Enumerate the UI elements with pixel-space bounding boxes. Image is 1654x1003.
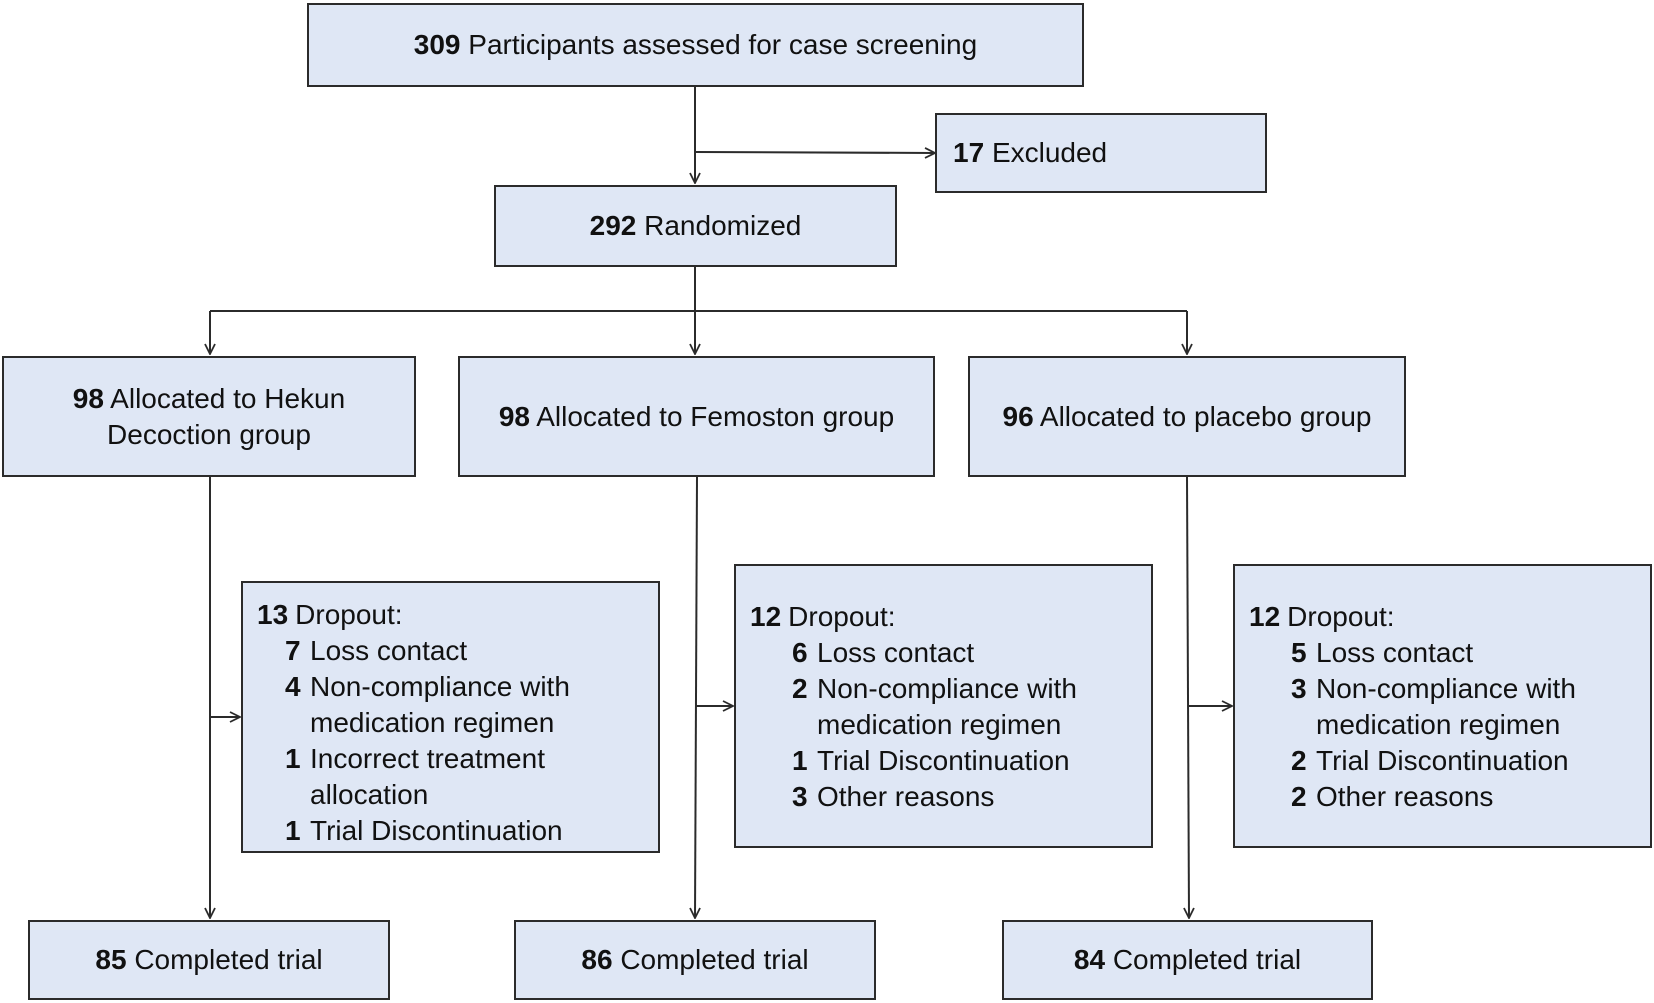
dropout-item: 1 Incorrect treatment: [257, 741, 658, 777]
dropout-item: 3 Other reasons: [750, 779, 1151, 815]
dropout-item-count: 3: [1291, 673, 1307, 704]
dropout-item-text: Trial Discontinuation: [310, 815, 563, 846]
completed-box-femoston: 86 Completed trial: [514, 920, 876, 1000]
dropout-item-text: Loss contact: [817, 637, 975, 668]
dropout-item: 7 Loss contact: [257, 633, 658, 669]
dropout-item-text: Trial Discontinuation: [1316, 745, 1569, 776]
randomized-label: 292 Randomized: [590, 208, 802, 244]
completed-hekun-count: 85: [95, 944, 127, 975]
group-hekun-line1: 98 Allocated to Hekun: [73, 381, 345, 417]
dropout-item-count: 2: [1291, 781, 1307, 812]
dropout-item-count: 1: [285, 743, 301, 774]
group-box-femoston: 98 Allocated to Femoston group: [458, 356, 935, 477]
randomized-text: Randomized: [644, 210, 802, 241]
dropout-item-continuation: medication regimen: [310, 707, 555, 738]
dropout-item-count: 5: [1291, 637, 1307, 668]
completed-box-placebo: 84 Completed trial: [1002, 920, 1373, 1000]
completed-placebo-label: 84 Completed trial: [1074, 942, 1301, 978]
excluded-count: 17: [953, 137, 985, 168]
excluded-box: 17 Excluded: [935, 113, 1267, 193]
dropout-item-count: 6: [792, 637, 808, 668]
dropout-item-text: Other reasons: [1316, 781, 1494, 812]
dropout-count: 12: [1249, 601, 1281, 632]
group-hekun-line2: Decoction group: [107, 418, 311, 450]
completed-femoston-text: Completed trial: [620, 944, 809, 975]
excluded-label: 17 Excluded: [953, 135, 1107, 171]
completed-box-hekun: 85 Completed trial: [28, 920, 390, 1000]
group-femoston-label: 98 Allocated to Femoston group: [499, 399, 894, 435]
connector-group3-to-completed: [1187, 476, 1189, 918]
connector-to-excluded: [694, 152, 935, 153]
dropout-item-count: 1: [792, 745, 808, 776]
dropout-item-text: Incorrect treatment: [310, 743, 545, 774]
dropout-item-continuation: medication regimen: [817, 709, 1062, 740]
dropout-item-text: Non-compliance with: [817, 673, 1077, 704]
group-box-hekun: 98 Allocated to Hekun Decoction group: [2, 356, 416, 477]
screening-count: 309: [413, 29, 461, 60]
excluded-text: Excluded: [991, 137, 1108, 168]
dropout-item-count: 2: [1291, 745, 1307, 776]
dropout-item-count: 1: [285, 815, 301, 846]
dropout-label: Dropout:: [788, 601, 896, 632]
connector-group2-to-completed: [695, 476, 697, 918]
dropout-item-count: 7: [285, 635, 301, 666]
randomized-count: 292: [589, 210, 637, 241]
dropout-count: 12: [750, 601, 782, 632]
dropout-item-text: Trial Discontinuation: [817, 745, 1070, 776]
dropout-item-text: Loss contact: [310, 635, 468, 666]
group-placebo-count: 96: [1002, 400, 1034, 432]
dropout-item: 5 Loss contact: [1249, 635, 1650, 671]
dropout-item: 2 Non-compliance with: [750, 671, 1151, 707]
randomized-box: 292 Randomized: [494, 185, 897, 267]
completed-hekun-label: 85 Completed trial: [95, 942, 322, 978]
screening-label: 309 Participants assessed for case scree…: [414, 27, 977, 63]
completed-femoston-count: 86: [581, 944, 613, 975]
dropout-label: Dropout:: [1287, 601, 1395, 632]
group-box-placebo: 96 Allocated to placebo group: [968, 356, 1406, 477]
dropout-count: 13: [257, 599, 289, 630]
dropout-item-count: 2: [792, 673, 808, 704]
dropout-item-text: Non-compliance with: [1316, 673, 1576, 704]
dropout-item-text: Non-compliance with: [310, 671, 570, 702]
group-femoston-text: Allocated to Femoston group: [536, 400, 895, 432]
dropout-item: 2 Other reasons: [1249, 779, 1650, 815]
dropout-item-text: Other reasons: [817, 781, 995, 812]
dropout-item: 6 Loss contact: [750, 635, 1151, 671]
dropout-item-count: 4: [285, 671, 301, 702]
dropout-item-continuation: medication regimen: [1316, 709, 1561, 740]
screening-box: 309 Participants assessed for case scree…: [307, 3, 1084, 87]
completed-placebo-text: Completed trial: [1112, 944, 1302, 975]
completed-hekun-text: Completed trial: [134, 944, 323, 975]
dropout-item-continuation: allocation: [310, 779, 429, 810]
dropout-item-count: 3: [792, 781, 808, 812]
dropout-item: 3 Non-compliance with: [1249, 671, 1650, 707]
completed-placebo-count: 84: [1073, 944, 1106, 975]
completed-femoston-label: 86 Completed trial: [581, 942, 808, 978]
dropout-item: 1 Trial Discontinuation: [257, 813, 658, 849]
group-placebo-text: Allocated to placebo group: [1039, 400, 1372, 432]
dropout-item: 1 Trial Discontinuation: [750, 743, 1151, 779]
screening-text: Participants assessed for case screening: [468, 29, 978, 60]
dropout-item: 2 Trial Discontinuation: [1249, 743, 1650, 779]
dropout-item: 4 Non-compliance with: [257, 669, 658, 705]
dropout-item-text: Loss contact: [1316, 637, 1474, 668]
dropout-label: Dropout:: [295, 599, 403, 630]
group-placebo-label: 96 Allocated to placebo group: [1003, 399, 1372, 435]
group-femoston-count: 98: [498, 400, 530, 432]
group-hekun-text1: Allocated to Hekun: [110, 382, 346, 414]
group-hekun-count: 98: [72, 382, 104, 414]
